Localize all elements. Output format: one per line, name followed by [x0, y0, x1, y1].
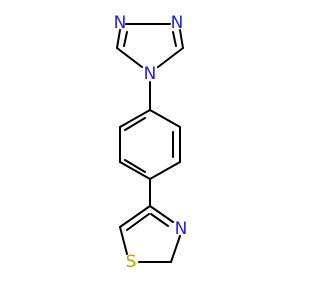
thiazole-bond-c5-c4-double — [126, 213, 150, 231]
bond-c-n-left-double — [123, 31, 128, 47]
atom-n-triazole-top-left: N — [114, 13, 127, 33]
bond-n4-c-left — [116, 47, 143, 68]
thiazole-bond-c4-n3 — [149, 205, 174, 223]
benzene-bond-3 — [149, 161, 181, 180]
thiazole-bond-c4-n3-double — [150, 213, 169, 227]
atom-n-triazole-bottom: N — [144, 64, 157, 84]
triazole-ring — [116, 23, 184, 68]
bond-c-n-left — [116, 29, 121, 49]
atom-n-thiazole: N — [175, 219, 188, 239]
thiazole-bond-c5-c4 — [119, 205, 151, 228]
benzene-double-2 — [124, 159, 146, 173]
atom-n-triazole-top-right: N — [171, 13, 184, 33]
bond-c-n4-right — [157, 47, 184, 68]
molecule-structure-diagram: N N N N S — [114, 13, 188, 272]
bond-n-c-right — [179, 29, 184, 49]
atom-labels: N N N N S — [114, 13, 188, 272]
benzene-double-3 — [124, 117, 146, 131]
bond-n-c-right-double — [172, 31, 177, 47]
benzene-bond-4 — [119, 161, 151, 180]
thiazole-bond-s1-c5 — [119, 226, 128, 255]
benzene-bond-1 — [149, 109, 181, 128]
benzene-ring — [119, 109, 181, 180]
thiazole-ring — [119, 205, 181, 263]
benzene-bond-6 — [119, 109, 151, 128]
atom-s-thiazole: S — [126, 252, 137, 272]
thiazole-bond-n3-c2 — [170, 235, 181, 263]
